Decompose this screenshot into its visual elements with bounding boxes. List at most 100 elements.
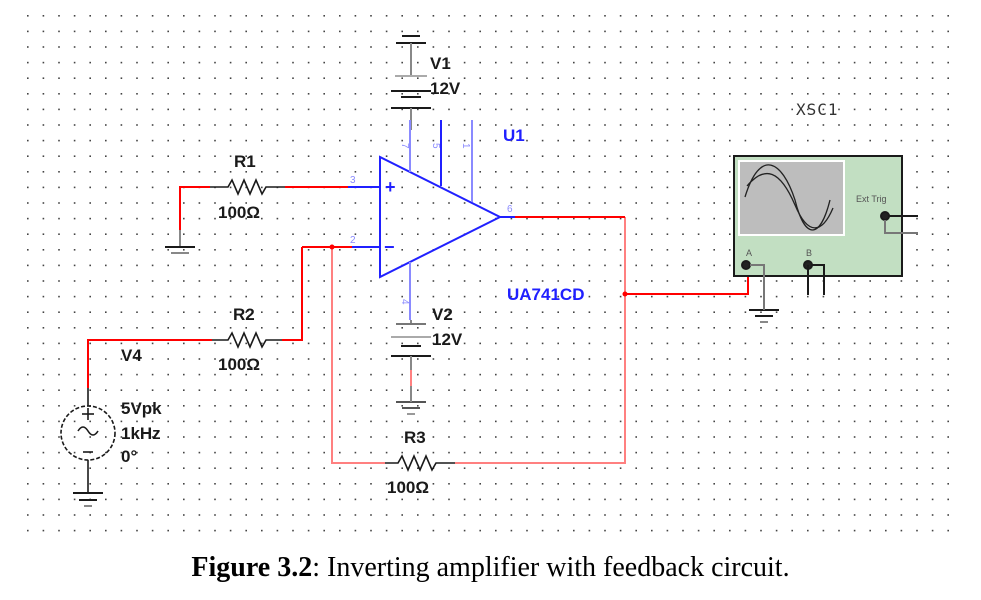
grid-dot <box>604 529 606 532</box>
grid-dot <box>58 61 60 64</box>
grid-dot <box>900 46 903 48</box>
wire-feedback-right[interactable] <box>455 217 626 464</box>
grid-dot <box>760 483 762 485</box>
grid-dot <box>370 233 372 235</box>
grid-dot <box>900 389 903 391</box>
grid-dot <box>573 93 575 95</box>
grid-dot <box>557 373 559 376</box>
grid-dot <box>900 373 903 376</box>
grid-dot <box>354 467 357 469</box>
grid-dot <box>619 358 622 360</box>
grid-dot <box>448 61 450 64</box>
grid-dot <box>573 420 575 423</box>
oscilloscope-xsc1[interactable] <box>733 155 903 277</box>
grid-dot <box>838 295 840 298</box>
wire-r1-ground[interactable] <box>179 186 210 230</box>
v1-value: 12V <box>430 79 461 98</box>
resistor-r1[interactable] <box>210 177 285 197</box>
grid-dot <box>541 373 544 376</box>
grid-dot <box>682 108 684 111</box>
grid-dot <box>136 202 138 204</box>
grid-dot <box>869 280 871 282</box>
grid-dot <box>214 46 216 48</box>
grid-dot <box>635 46 637 48</box>
wire-v4-r2[interactable] <box>87 339 212 388</box>
grid-dot <box>432 108 435 111</box>
grid-dot <box>775 436 778 438</box>
grid-dot <box>885 342 887 345</box>
grid-dot <box>448 202 450 204</box>
grid-dot <box>931 358 934 360</box>
resistor-r3[interactable] <box>385 453 455 473</box>
grid-dot <box>463 280 466 282</box>
wire-feedback-left[interactable] <box>331 247 385 464</box>
grid-dot <box>479 93 481 95</box>
battery-v2[interactable] <box>391 320 431 402</box>
grid-dot <box>448 451 450 454</box>
grid-dot <box>432 420 435 423</box>
grid-dot <box>729 483 731 485</box>
resistor-r2[interactable] <box>212 330 282 350</box>
grid-dot <box>697 30 700 33</box>
grid-dot <box>167 124 169 126</box>
grid-dot <box>526 30 528 33</box>
grid-dot <box>385 46 388 48</box>
grid-dot <box>339 30 341 33</box>
grid-dot <box>619 217 622 220</box>
grid-dot <box>89 139 91 142</box>
grid-dot <box>401 295 403 298</box>
grid-dot <box>354 436 357 438</box>
grid-dot <box>417 358 419 360</box>
battery-v1[interactable] <box>391 43 431 130</box>
grid-dot <box>105 483 107 485</box>
grid-dot <box>42 405 45 407</box>
grid-dot <box>651 342 653 345</box>
grid-dot <box>588 373 591 376</box>
ac-source-v4[interactable] <box>60 388 116 493</box>
scope-terminal-ext[interactable] <box>880 211 890 221</box>
grid-dot <box>214 249 216 251</box>
grid-dot <box>682 61 684 64</box>
grid-dot <box>323 451 325 454</box>
grid-dot <box>931 217 934 220</box>
grid-dot <box>557 483 559 485</box>
grid-dot <box>682 124 684 126</box>
grid-dot <box>105 420 107 423</box>
grid-dot <box>510 171 513 173</box>
grid-dot <box>853 467 856 469</box>
grid-dot <box>463 467 466 469</box>
grid-dot <box>838 108 840 111</box>
scope-terminal-a[interactable] <box>741 260 751 270</box>
grid-dot <box>89 373 91 376</box>
grid-dot <box>931 233 934 235</box>
grid-dot <box>276 451 279 454</box>
grid-dot <box>307 280 310 282</box>
grid-dot <box>604 124 606 126</box>
grid-dot <box>495 139 497 142</box>
grid-dot <box>885 93 887 95</box>
grid-dot <box>354 451 357 454</box>
grid-dot <box>385 405 388 407</box>
wire-r2-minus[interactable] <box>282 247 303 341</box>
grid-dot <box>822 46 825 48</box>
grid-dot <box>136 61 138 64</box>
grid-dot <box>245 405 247 407</box>
opamp-u1[interactable] <box>348 120 515 320</box>
grid-dot <box>58 529 60 532</box>
grid-dot <box>900 451 903 454</box>
grid-dot <box>885 483 887 485</box>
grid-dot <box>198 514 201 516</box>
v4-phase: 0° <box>121 447 137 466</box>
grid-dot <box>354 405 357 407</box>
r3-name: R3 <box>404 428 426 447</box>
grid-dot <box>853 405 856 407</box>
grid-dot <box>136 155 138 157</box>
grid-dot <box>89 358 91 360</box>
grid-dot <box>339 514 341 516</box>
grid-dot <box>167 342 169 345</box>
grid-dot <box>105 280 107 282</box>
grid-dot <box>276 295 279 298</box>
grid-dot <box>276 77 279 79</box>
grid-dot <box>417 46 419 48</box>
grid-dot <box>151 451 154 454</box>
